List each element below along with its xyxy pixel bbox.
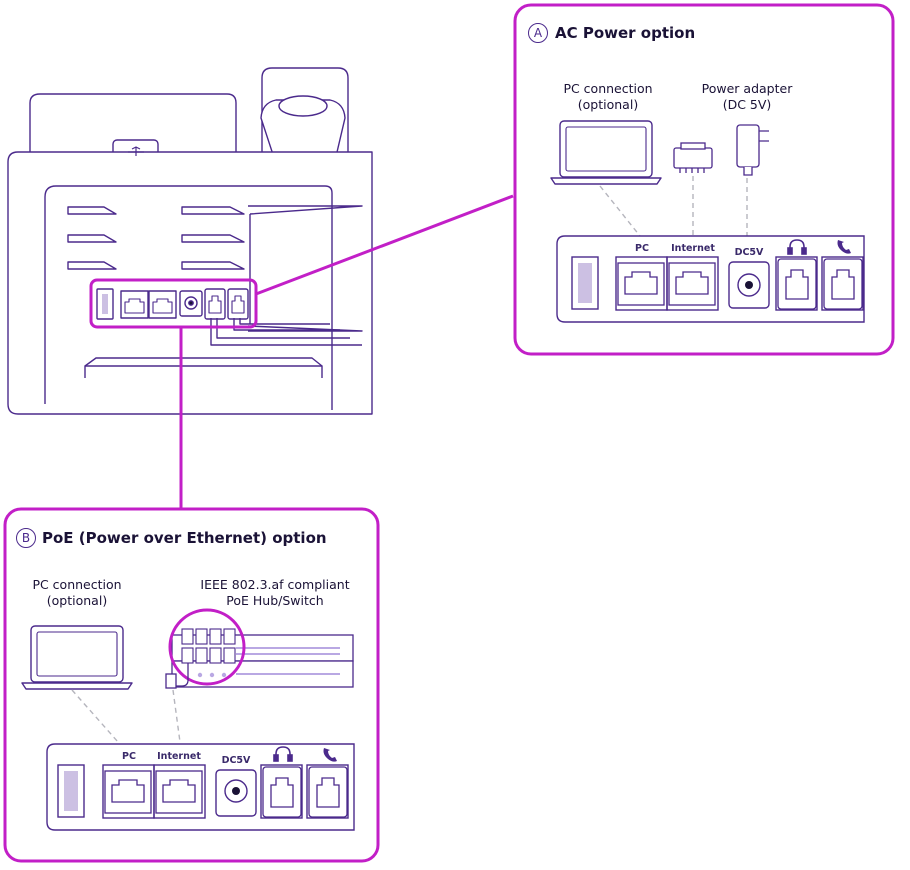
panel-b-dc-port-label: DC5V xyxy=(221,755,251,766)
panel-a-internet-port-label: Internet xyxy=(671,243,715,254)
panel-a-pc-connection-label: PC connection (optional) xyxy=(548,81,668,113)
panel-b-internet-port-label: Internet xyxy=(157,751,201,762)
panel-a-power-adapter-label: Power adapter (DC 5V) xyxy=(690,81,804,113)
panel-b-pc-connection-label: PC connection (optional) xyxy=(17,577,137,609)
panel-a-badge: A xyxy=(528,23,548,43)
panel-b-badge: B xyxy=(16,528,36,548)
panel-b-title: PoE (Power over Ethernet) option xyxy=(42,529,327,547)
panel-b-poe-switch-label: IEEE 802.3.af compliant PoE Hub/Switch xyxy=(190,577,360,609)
poe-port-highlight xyxy=(168,608,246,686)
usb-icon xyxy=(128,146,144,156)
label-line: (optional) xyxy=(46,593,108,608)
panel-a-graphics xyxy=(550,120,865,323)
highlight-callouts xyxy=(3,3,895,863)
panel-a-title: AC Power option xyxy=(555,24,696,42)
headset-icon xyxy=(273,746,293,762)
power-adapter-icon xyxy=(736,124,769,176)
panel-b-graphics xyxy=(21,608,355,831)
label-line: (DC 5V) xyxy=(722,97,772,112)
headset-icon xyxy=(787,239,807,255)
label-line: PC connection xyxy=(32,577,122,592)
label-line: IEEE 802.3.af compliant xyxy=(200,577,350,592)
laptop-icon xyxy=(550,120,662,185)
label-line: PoE Hub/Switch xyxy=(226,593,324,608)
panel-b-pc-port-label: PC xyxy=(122,751,136,762)
poe-cable xyxy=(165,663,189,689)
poe-switch-icon xyxy=(171,634,354,688)
label-line: PC connection xyxy=(563,81,653,96)
power-plug-icon xyxy=(673,142,713,173)
panel-a-pc-port-label: PC xyxy=(635,243,649,254)
phone-rear-view xyxy=(7,67,373,415)
laptop-icon xyxy=(21,625,133,690)
panel-a-dc-port-label: DC5V xyxy=(734,247,764,258)
label-line: (optional) xyxy=(577,97,639,112)
handset-icon xyxy=(837,240,851,254)
label-line: Power adapter xyxy=(701,81,793,96)
handset-icon xyxy=(323,748,337,762)
